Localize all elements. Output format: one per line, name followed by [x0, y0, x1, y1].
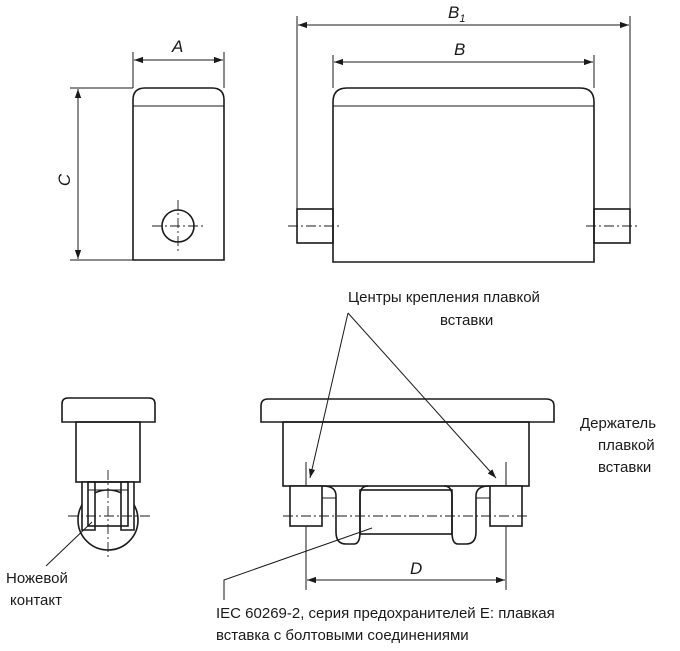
side-view-bottom: [45, 397, 156, 567]
front-view-top: [288, 16, 640, 263]
dimension-c-label: C: [55, 173, 74, 186]
side-view-top: [70, 52, 225, 261]
dimension-a-label: A: [171, 37, 183, 56]
caption-line-1: IEC 60269-2, серия предохранителей E: пл…: [216, 605, 555, 622]
dimension-d-label: D: [410, 559, 422, 578]
holder-label-3: вставки: [598, 459, 651, 476]
dimension-b1-label: B1: [448, 3, 465, 25]
holder-label-1: Держатель: [580, 415, 656, 432]
blade-contact-label-2: контакт: [10, 592, 62, 609]
dimension-b-label: B: [454, 40, 465, 59]
blade-contact-label-1: Ножевой: [6, 570, 68, 587]
caption-line-2: вставка с болтовыми соединениями: [216, 627, 469, 644]
front-view-bottom: [223, 312, 555, 600]
mounting-centers-label-2: вставки: [440, 312, 493, 329]
holder-label-2: плавкой: [598, 437, 655, 454]
mounting-centers-label-1: Центры крепления плавкой: [348, 289, 540, 306]
